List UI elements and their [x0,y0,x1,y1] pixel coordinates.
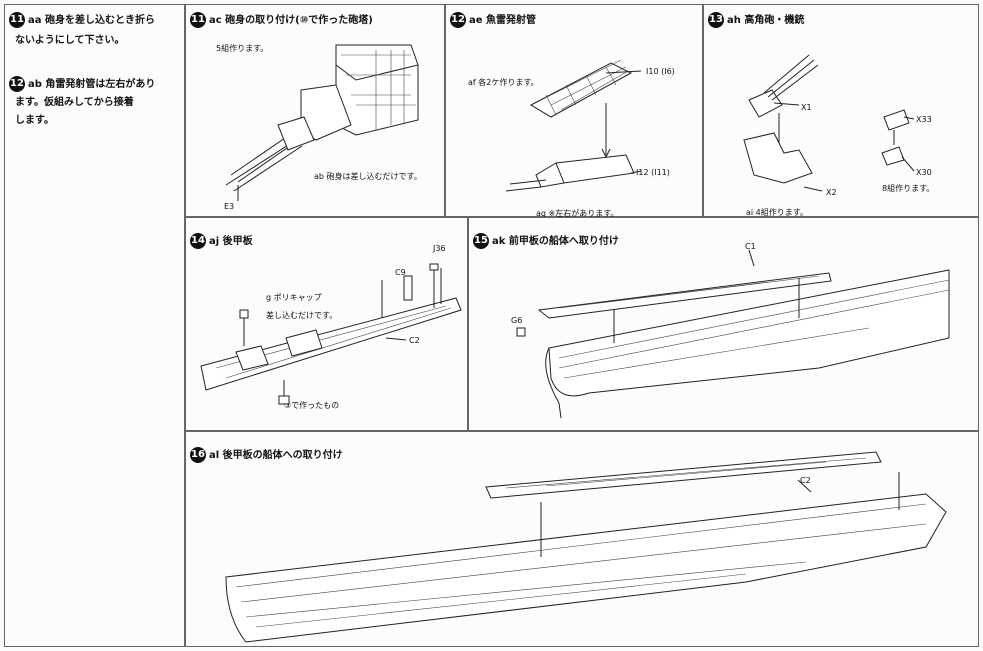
part-label-c9: C9 [395,268,406,277]
step-12a-title-line3: します。 [15,115,54,126]
part-label-c2: C2 [800,476,811,485]
part-label-x1: X1 [801,103,812,112]
aa-gun-illustration [743,54,915,192]
front-deck-hull-illustration [516,249,950,419]
step-11-note2: ab 砲身は差し込むだけです。 [314,172,422,181]
step-12-note: af 各2ケ作ります。 [468,78,539,87]
part-label-e3: E3 [224,202,235,211]
part-label-g6: G6 [511,316,523,325]
step-12a-title-line2: ます。仮組みしてから接着 [15,97,134,108]
step-number-badge: 11 [9,12,25,28]
step-12-note2: ag ※左右があります。 [536,209,619,218]
step-14-note1: g ポリキャップ [266,293,322,302]
rear-deck-hull-illustration [225,451,947,643]
part-label-x2: X2 [826,188,837,197]
part-label-j36: J36 [433,244,446,253]
step-number-badge: 11 [190,12,206,28]
turret-illustration [225,44,419,201]
rear-deck-illustration [200,263,462,405]
part-label-c1: C1 [745,242,756,251]
part-label-c2: C2 [409,336,420,345]
step-number-badge: 14 [190,233,206,249]
step-14-note2: 差し込むだけです。 [266,311,338,320]
step-11a-title-line2: ないようにして下さい。 [15,35,125,46]
step-number-badge: 16 [190,447,206,463]
torpedo-tube-illustration [505,59,642,192]
step-number-badge: 15 [473,233,489,249]
part-label-x33: X33 [916,115,932,124]
step-number-badge: 13 [708,12,724,28]
step-13-note2: ai 4組作ります。 [746,208,808,217]
part-label-i12: I12 (I11) [636,168,670,177]
step-13-note1: 8組作ります。 [882,184,935,193]
step-11-note: 5組作ります。 [216,44,269,53]
step-14-note3: ③で作ったもの [284,401,340,410]
part-label-x30: X30 [916,168,932,177]
step-number-badge: 12 [9,76,25,92]
step-number-badge: 12 [450,12,466,28]
part-label-i10: I10 (I6) [646,67,675,76]
